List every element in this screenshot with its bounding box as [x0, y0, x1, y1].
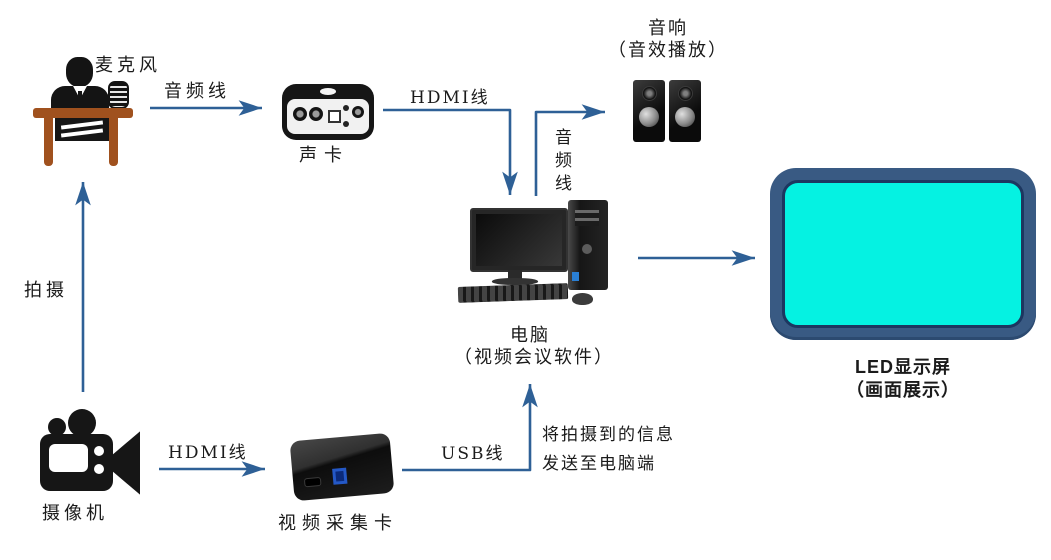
desk-leg-right	[109, 118, 118, 166]
speakers-label-sub: （音效播放）	[608, 40, 728, 61]
tower-sticker	[572, 272, 579, 281]
led-label-sub: （画面展示）	[846, 380, 960, 400]
edge-label-usb-cable: USB线	[441, 444, 505, 464]
computer-tower	[568, 200, 608, 290]
computer-monitor	[470, 208, 568, 272]
soundcard-icon	[282, 84, 374, 140]
desk-top	[33, 108, 133, 118]
desk-paper-stripe	[60, 128, 104, 138]
soundcard-label: 声卡	[299, 145, 349, 166]
edge-label-hdmi-cable-bottom: HDMI线	[168, 443, 248, 463]
led-label: LED显示屏 （画面展示）	[833, 356, 973, 402]
camera-dot	[94, 446, 104, 456]
soundcard-faceplate	[287, 99, 369, 134]
led-label-main: LED显示屏	[855, 357, 951, 377]
soundcard-usb-port	[328, 110, 341, 123]
speakers-icon	[633, 80, 703, 144]
presenter-label: 麦克风	[95, 55, 161, 76]
capture-card-usb-port	[332, 467, 348, 485]
soundcard-knob	[309, 107, 323, 121]
usb-edge-note-line2: 发送至电脑端	[542, 454, 656, 474]
capture-card-label: 视频采集卡	[278, 513, 398, 534]
speaker-left	[633, 80, 665, 142]
camera-reel-big	[68, 409, 96, 437]
speaker-woofer	[639, 107, 659, 127]
desk-front-panel	[55, 118, 110, 141]
soundcard-jack	[343, 121, 349, 127]
presenter-tie	[78, 91, 82, 107]
tower-power-button	[582, 244, 592, 254]
edge-label-shoot: 拍摄	[24, 280, 68, 301]
speaker-right	[669, 80, 701, 142]
presenter-head	[66, 57, 93, 87]
camera-dot	[94, 464, 104, 474]
edge-label-audio-cable-top: 音频线	[164, 81, 230, 102]
video-camera-icon	[40, 408, 142, 500]
computer-mouse	[572, 293, 593, 305]
computer-icon	[457, 197, 610, 307]
camera-reel-small	[48, 418, 66, 436]
microphone-icon	[108, 81, 129, 109]
speakers-label: 音响 （音效播放）	[598, 18, 738, 62]
capture-card-icon	[289, 432, 395, 502]
edge-label-audio-cable-vertical: 音频线	[551, 128, 571, 197]
computer-label: 电脑 （视频会议软件）	[454, 325, 614, 369]
computer-label-sub: （视频会议软件）	[454, 347, 614, 368]
computer-label-main: 电脑	[510, 325, 550, 346]
camera-lens-horn	[112, 431, 140, 495]
monitor-screen	[476, 214, 562, 266]
camera-label: 摄像机	[42, 503, 108, 524]
speaker-tweeter	[678, 86, 693, 101]
monitor-base	[492, 278, 538, 285]
speaker-woofer	[675, 107, 695, 127]
monitor-neck	[508, 270, 522, 279]
desk-leg-left	[44, 118, 53, 166]
computer-keyboard	[457, 283, 569, 303]
speaker-tweeter	[642, 86, 657, 101]
led-display-icon	[770, 168, 1036, 340]
soundcard-knob	[293, 107, 307, 121]
usb-edge-note-line1: 将拍摄到的信息	[542, 425, 675, 445]
led-screen	[782, 180, 1024, 328]
camera-screen	[49, 444, 88, 472]
soundcard-knob	[352, 106, 364, 118]
usb-edge-note: 将拍摄到的信息 发送至电脑端	[542, 421, 675, 479]
presenter-with-microphone-icon	[33, 55, 133, 167]
arrow-soundcard-to-computer	[383, 108, 518, 195]
soundcard-jack	[343, 105, 349, 111]
soundcard-logo	[320, 88, 336, 95]
speakers-label-main: 音响	[648, 18, 688, 39]
capture-card-hdmi-port	[303, 476, 322, 488]
edge-label-hdmi-cable-top: HDMI线	[410, 88, 490, 108]
tower-drive-bays	[575, 210, 599, 226]
